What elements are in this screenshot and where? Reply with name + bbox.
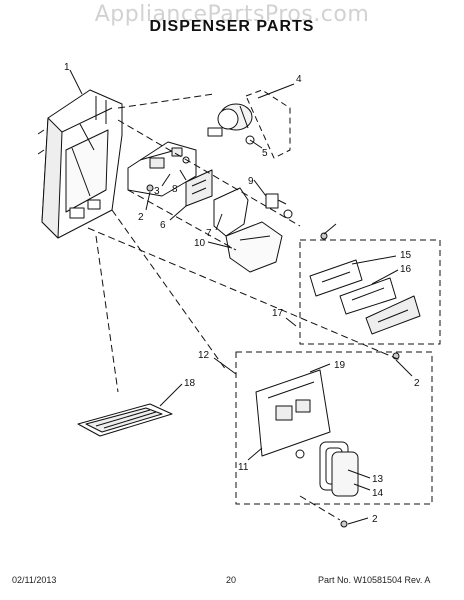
watermark: AppliancePartsPros.com (94, 2, 370, 27)
water-duct (213, 187, 283, 273)
callout-12: 12 (198, 350, 210, 361)
callout-2b: 2 (414, 378, 420, 389)
switch-panels (309, 259, 421, 335)
callout-16: 16 (400, 264, 412, 275)
water-valve (265, 193, 293, 219)
page-title: DISPENSER PARTS (149, 18, 315, 35)
callout-18: 18 (184, 378, 196, 389)
callout-8: 8 (172, 184, 178, 195)
callout-4: 4 (296, 74, 302, 85)
dispenser-housing (37, 89, 123, 239)
callout-leaders (69, 69, 413, 525)
callout-15: 15 (400, 250, 412, 261)
callout-3: 3 (154, 186, 160, 197)
callout-2: 2 (138, 212, 144, 223)
footer-date: 02/11/2013 (12, 575, 57, 585)
callout-19: 19 (334, 360, 346, 371)
drip-tray (77, 403, 173, 437)
callout-1: 1 (64, 62, 70, 73)
leader-lines (87, 93, 401, 521)
callout-13: 13 (372, 474, 384, 485)
callout-6: 6 (160, 220, 166, 231)
callout-9: 9 (248, 176, 254, 187)
callout-14: 14 (372, 488, 384, 499)
callout-7: 7 (206, 228, 212, 239)
callout-10: 10 (194, 238, 206, 249)
footer-part-number: Part No. W10581504 Rev. A (318, 575, 431, 585)
callout-11: 11 (238, 462, 249, 473)
callout-5: 5 (262, 148, 268, 159)
front-panel (255, 369, 331, 459)
dispenser-motor (207, 103, 253, 137)
control-board (185, 169, 213, 207)
dispenser-pads (319, 441, 359, 497)
callout-17: 17 (272, 308, 284, 319)
footer-page-number: 20 (226, 575, 237, 585)
callout-numbers: 1 4 5 3 8 9 2 6 7 10 15 16 17 12 19 2 18… (64, 62, 420, 525)
callout-2c: 2 (372, 514, 378, 525)
